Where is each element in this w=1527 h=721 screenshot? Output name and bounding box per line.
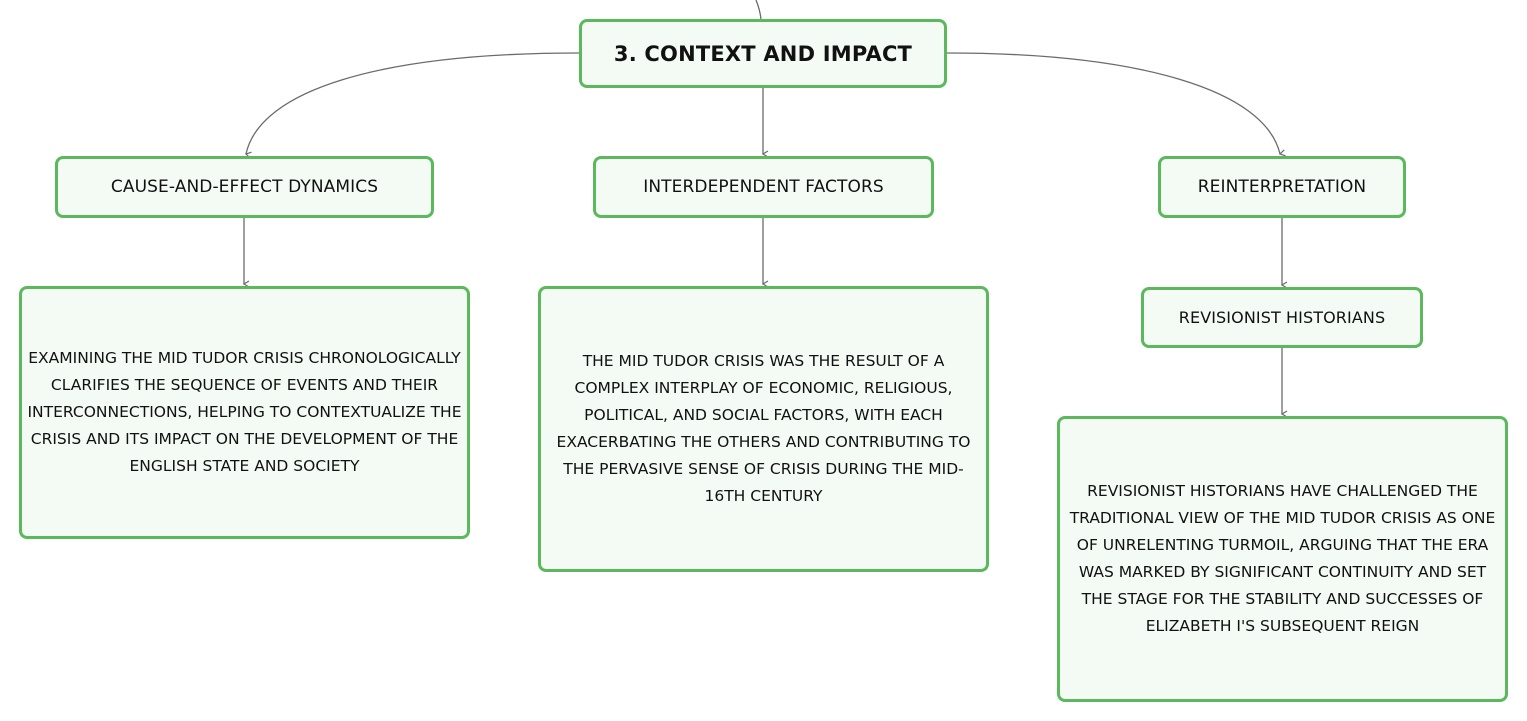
detail-node-cause-and-effect[interactable]: EXAMINING THE MID TUDOR CRISIS CHRONOLOG… xyxy=(19,286,470,539)
root-node[interactable]: 3. CONTEXT AND IMPACT xyxy=(579,19,947,88)
connector-root-to-reinterpretation xyxy=(946,52,1286,157)
root-node-label: 3. CONTEXT AND IMPACT xyxy=(613,41,913,66)
branch-node-label: INTERDEPENDENT FACTORS xyxy=(643,177,884,197)
detail-node-interdependent-factors[interactable]: THE MID TUDOR CRISIS WAS THE RESULT OF A… xyxy=(538,286,989,572)
branch-node-label: CAUSE-AND-EFFECT DYNAMICS xyxy=(110,177,379,197)
detail-node-text: REVISIONIST HISTORIANS HAVE CHALLENGED T… xyxy=(1069,482,1496,635)
detail-node-revisionist-historians[interactable]: REVISIONIST HISTORIANS HAVE CHALLENGED T… xyxy=(1057,416,1508,702)
branch-node-reinterpretation[interactable]: REINTERPRETATION xyxy=(1158,156,1406,218)
child-node-revisionist-historians[interactable]: REVISIONIST HISTORIANS xyxy=(1141,287,1423,348)
branch-node-cause-and-effect[interactable]: CAUSE-AND-EFFECT DYNAMICS xyxy=(55,156,434,218)
child-node-label: REVISIONIST HISTORIANS xyxy=(1178,308,1386,327)
connector-parent-to-root xyxy=(755,0,762,20)
detail-node-text: EXAMINING THE MID TUDOR CRISIS CHRONOLOG… xyxy=(27,349,462,475)
detail-node-text: THE MID TUDOR CRISIS WAS THE RESULT OF A… xyxy=(556,352,971,505)
branch-node-interdependent-factors[interactable]: INTERDEPENDENT FACTORS xyxy=(593,156,934,218)
branch-node-label: REINTERPRETATION xyxy=(1197,177,1367,197)
connector-root-to-cause xyxy=(244,52,580,159)
